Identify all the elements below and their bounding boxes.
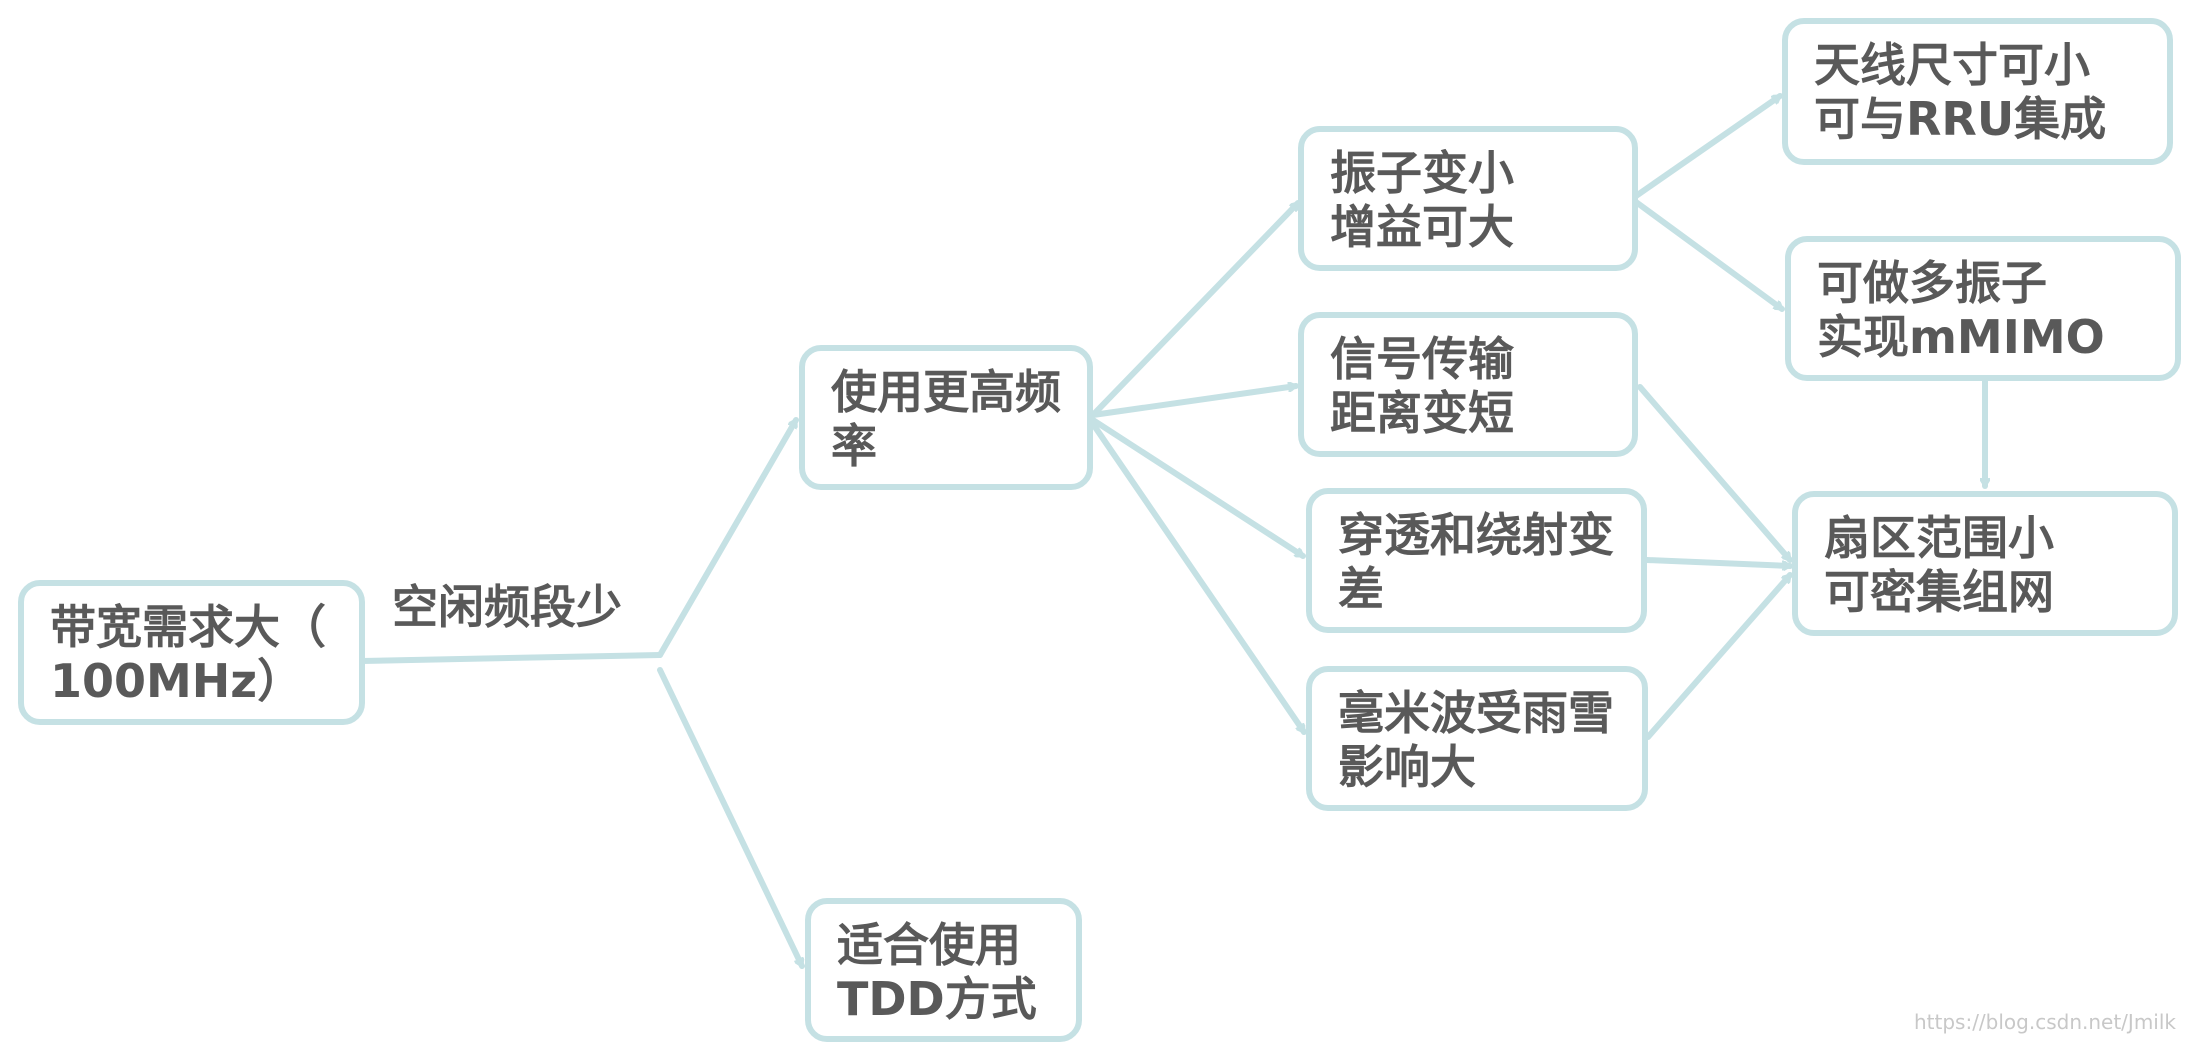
node-signal-short: 信号传输 距离变短	[1298, 312, 1638, 457]
edge-split-higher-freq	[657, 417, 799, 658]
node-sector-small-line1: 扇区范围小	[1824, 511, 2054, 565]
node-penetration-line2: 差	[1338, 562, 1384, 616]
edge-freq-penetration	[1090, 417, 1306, 559]
node-antenna-small-line1: 天线尺寸可小	[1814, 38, 2090, 92]
node-tdd: 适合使用 TDD方式	[805, 898, 1082, 1042]
node-sector-small-line2: 可密集组网	[1824, 565, 2054, 619]
edge-freq-mmwave	[1090, 421, 1307, 735]
node-bandwidth-line2: 100MHz）	[50, 654, 304, 708]
edge-label-idle-freq: 空闲频段少	[392, 580, 622, 634]
node-penetration: 穿透和绕射变 差	[1306, 488, 1647, 633]
node-element-small-line1: 振子变小	[1330, 146, 1514, 200]
edge-freq-signal	[1090, 386, 1299, 418]
edge-signal-sector	[1637, 384, 1793, 563]
node-bandwidth-line1: 带宽需求大（	[50, 600, 326, 654]
node-mmimo-line2: 实现mMIMO	[1817, 310, 2105, 364]
node-signal-short-line1: 信号传输	[1330, 332, 1514, 386]
edge-penetration-sector	[1644, 557, 1793, 566]
edge-split-tdd	[657, 667, 805, 969]
node-higher-freq: 使用更高频 率	[799, 345, 1093, 490]
node-higher-freq-line1: 使用更高频	[831, 365, 1061, 419]
node-element-small-line2: 增益可大	[1330, 200, 1514, 254]
node-tdd-line1: 适合使用	[837, 918, 1021, 972]
node-mmwave-rain: 毫米波受雨雪 影响大	[1306, 666, 1648, 811]
node-tdd-line2: TDD方式	[837, 972, 1037, 1026]
node-bandwidth: 带宽需求大（ 100MHz）	[18, 580, 365, 725]
edge-root-split	[359, 652, 663, 664]
node-penetration-line1: 穿透和绕射变	[1338, 508, 1614, 562]
node-mmimo: 可做多振子 实现mMIMO	[1785, 236, 2181, 381]
node-sector-small: 扇区范围小 可密集组网	[1792, 491, 2178, 636]
node-signal-short-line2: 距离变短	[1330, 386, 1514, 440]
node-mmwave-rain-line1: 毫米波受雨雪	[1338, 686, 1614, 740]
edge-element-antenna	[1633, 93, 1783, 199]
node-antenna-small-line2: 可与RRU集成	[1814, 92, 2107, 146]
node-higher-freq-line2: 率	[831, 419, 877, 473]
edge-freq-element	[1090, 200, 1301, 418]
watermark: https://blog.csdn.net/Jmilk	[1913, 1010, 2176, 1034]
node-mmwave-rain-line2: 影响大	[1338, 740, 1476, 794]
edge-element-mmimo	[1633, 199, 1785, 312]
node-antenna-small: 天线尺寸可小 可与RRU集成	[1782, 18, 2173, 165]
node-element-small: 振子变小 增益可大	[1298, 126, 1638, 271]
node-mmimo-line1: 可做多振子	[1817, 256, 2047, 310]
edge-mmwave-sector	[1645, 572, 1793, 740]
